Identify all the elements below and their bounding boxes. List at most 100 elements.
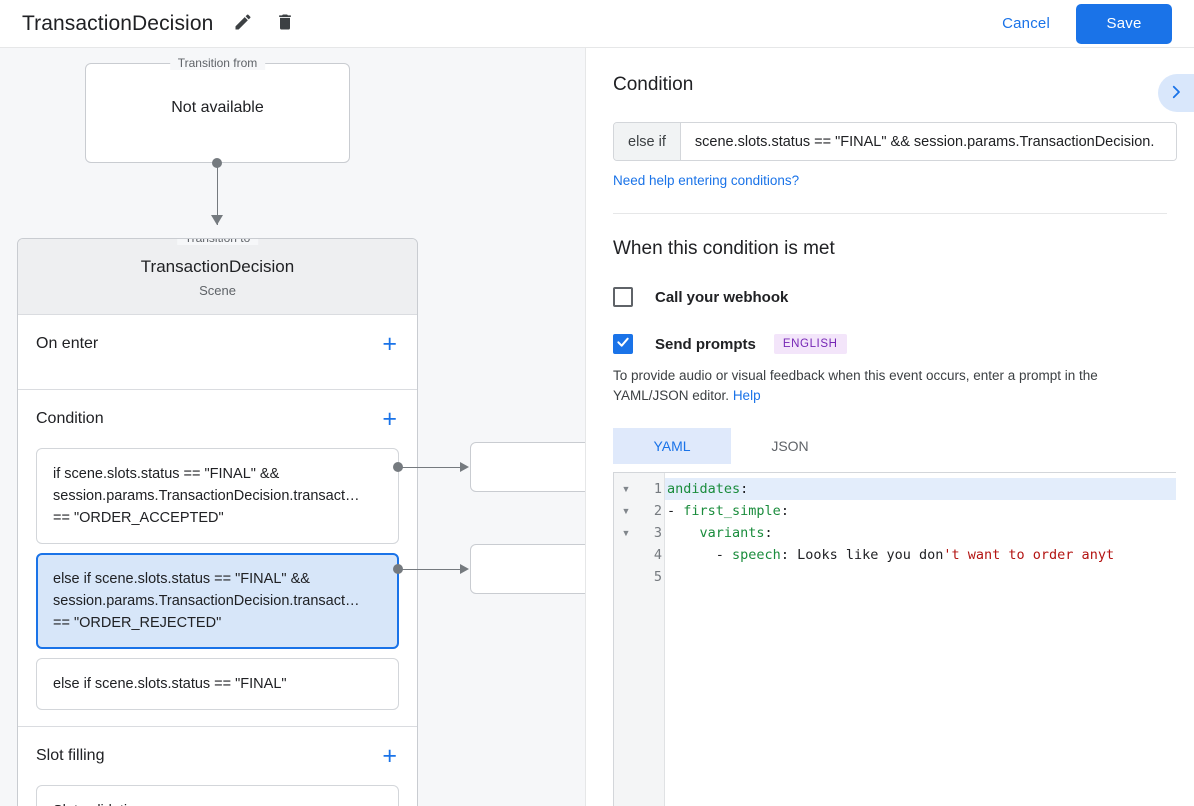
tab-json[interactable]: JSON <box>731 428 849 464</box>
code-line-number: 4 <box>653 547 662 563</box>
code-token: andidates <box>667 481 741 497</box>
collapse-panel-button[interactable] <box>1158 74 1194 112</box>
scene-section: Condition+if scene.slots.status == "FINA… <box>18 390 417 727</box>
connector-line <box>216 163 218 225</box>
code-token: variants <box>699 525 765 541</box>
code-line: - first_simple: <box>665 500 1176 522</box>
target-node-rejected[interactable] <box>470 544 585 594</box>
call-webhook-label: Call your webhook <box>655 288 789 306</box>
code-token: - <box>667 547 733 563</box>
trash-icon <box>275 12 295 35</box>
code-line <box>665 566 1176 588</box>
code-token: 't want to order anyt <box>943 547 1115 563</box>
condition-card[interactable]: Slot validation <box>36 785 399 806</box>
transition-from-title: Not available <box>171 99 264 116</box>
condition-card[interactable]: if scene.slots.status == "FINAL" && sessi… <box>36 448 399 544</box>
edge-line <box>400 466 462 468</box>
code-line-number-gutter: 1 2 3 4 5 <box>638 473 665 806</box>
send-prompts-label: Send prompts <box>655 335 756 353</box>
transition-from-legend: Transition from <box>169 56 266 70</box>
condition-expression-input[interactable] <box>680 123 1176 160</box>
when-met-heading: When this condition is met <box>613 238 835 259</box>
top-app-bar: TransactionDecision Cancel Save <box>0 0 1194 48</box>
fold-toggle-icon[interactable]: ▼ <box>621 484 631 494</box>
transition-to-legend: Transition to <box>176 239 259 245</box>
code-token: : <box>764 525 773 541</box>
edit-button[interactable] <box>229 10 257 38</box>
webhook-option-row[interactable]: Call your webhook <box>613 287 1167 307</box>
transition-from-node[interactable]: Transition from Not available <box>85 56 350 163</box>
code-token: first_simple <box>683 503 781 519</box>
scene-graph-canvas[interactable]: Transition from Not available Transition… <box>0 48 585 806</box>
connector-arrow-icon <box>211 215 223 225</box>
scene-name: TransactionDecision <box>140 257 295 276</box>
target-node-accepted[interactable] <box>470 442 585 492</box>
code-token: : <box>740 481 749 497</box>
scene-header: TransactionDecision Scene <box>18 239 417 315</box>
condition-input-row[interactable]: else if <box>613 122 1177 161</box>
scene-section: On enter+ <box>18 315 417 390</box>
edge-dot <box>393 462 403 472</box>
cancel-button[interactable]: Cancel <box>990 7 1062 40</box>
scene-section-header: Slot filling + <box>36 727 399 785</box>
transition-to-node[interactable]: Transition to TransactionDecision Scene … <box>17 238 418 806</box>
condition-details-panel: Condition else if Need help entering con… <box>585 48 1194 806</box>
save-button[interactable]: Save <box>1076 3 1172 44</box>
panel-divider <box>613 213 1167 214</box>
code-token <box>667 525 700 541</box>
condition-card-line: else if scene.slots.status == "FINAL" && <box>53 571 310 587</box>
panel-title: Condition <box>613 74 694 95</box>
send-prompts-option-row[interactable]: Send prompts ENGLISH <box>613 334 1167 354</box>
tab-yaml[interactable]: YAML <box>613 428 731 464</box>
prompts-helper-text: To provide audio or visual feedback when… <box>613 366 1167 406</box>
code-line-number: 1 <box>653 481 662 497</box>
edge-arrow-icon <box>460 564 469 574</box>
delete-button[interactable] <box>271 10 299 38</box>
condition-card-line: if scene.slots.status == "FINAL" && <box>53 466 280 482</box>
scene-section-title: Slot filling <box>36 747 105 764</box>
prompts-help-link[interactable]: Help <box>732 388 761 403</box>
condition-card-line: == "ORDER_ACCEPTED" <box>53 510 224 526</box>
condition-card-line: else if scene.slots.status == "FINAL" <box>53 676 287 692</box>
call-webhook-checkbox[interactable] <box>613 287 633 307</box>
condition-card[interactable]: else if scene.slots.status == "FINAL" <box>36 658 399 710</box>
code-fold-gutter[interactable]: ▼ ▼ ▼ <box>614 473 638 806</box>
fold-toggle-icon[interactable]: ▼ <box>621 528 631 538</box>
code-line-number: 5 <box>653 569 662 585</box>
condition-card-line: == "ORDER_REJECTED" <box>53 615 222 631</box>
edge-arrow-icon <box>460 462 469 472</box>
language-badge: ENGLISH <box>773 334 847 354</box>
condition-prefix: else if <box>614 123 681 160</box>
code-line: andidates: <box>665 478 1176 500</box>
condition-header-section: Condition else if Need help entering con… <box>586 48 1194 214</box>
add-item-button[interactable]: + <box>382 404 397 433</box>
code-line: - speech: Looks like you don't want to o… <box>665 544 1176 566</box>
scene-section: Slot filling + Slot validation <box>18 727 417 806</box>
page-title: TransactionDecision <box>22 11 214 35</box>
add-item-button[interactable]: + <box>382 741 397 770</box>
code-token: : <box>780 547 798 563</box>
scene-section-header: On enter+ <box>36 315 399 373</box>
edge-line <box>400 568 462 570</box>
send-prompts-checkbox[interactable] <box>613 334 633 354</box>
code-token: : <box>780 503 789 519</box>
add-item-button[interactable]: + <box>382 329 397 358</box>
code-line-number: 2 <box>653 503 662 519</box>
condition-card-selected[interactable]: else if scene.slots.status == "FINAL" &&… <box>36 553 399 649</box>
condition-card-line: Slot validation <box>53 800 382 806</box>
code-line: variants: <box>665 522 1176 544</box>
condition-help-link[interactable]: Need help entering conditions? <box>613 173 800 188</box>
prompts-helper-sentence: To provide audio or visual feedback when… <box>613 368 1098 403</box>
edge-dot <box>393 564 403 574</box>
code-content-area[interactable]: andidates:- first_simple: variants: - sp… <box>665 473 1176 806</box>
scene-section-header: Condition+ <box>36 390 399 448</box>
condition-card-line: session.params.TransactionDecision.trans… <box>53 488 360 504</box>
scene-type: Scene <box>199 283 236 298</box>
chevron-right-icon <box>1167 83 1185 104</box>
fold-toggle-icon[interactable]: ▼ <box>621 506 631 516</box>
code-token: speech <box>732 547 781 563</box>
code-line-number: 3 <box>653 525 662 541</box>
condition-card-line: session.params.TransactionDecision.trans… <box>53 593 360 609</box>
